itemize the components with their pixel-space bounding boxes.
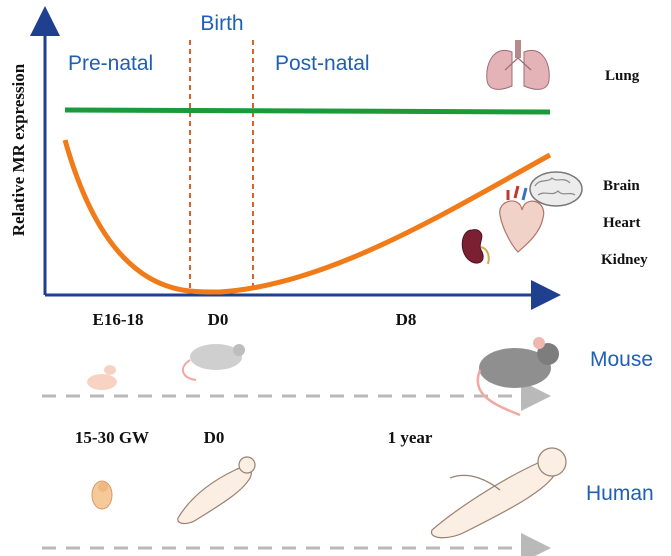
phase-birth-label: Birth [200,12,243,35]
human-tick-d0: D0 [204,428,225,447]
human-infant-icon [431,447,567,539]
human-fetus-icon [91,480,113,510]
x-tick-d8: D8 [396,310,417,329]
human-newborn-icon [177,456,256,525]
kidney-icon [461,229,490,265]
x-tick-d0: D0 [208,310,229,329]
brain-icon [529,171,583,207]
human-tick-gw: 15-30 GW [75,428,149,447]
heart-icon [499,185,545,253]
organ-label-lung: Lung [605,68,640,84]
lung-curve [64,107,551,115]
organ-label-kidney: Kidney [601,252,648,268]
phase-postnatal-label: Post-natal [275,52,370,75]
organ-label-heart: Heart [603,215,640,231]
human-label: Human [586,482,654,505]
mouse-newborn-icon [181,344,245,381]
lung-icon [486,40,550,90]
organ-label-brain: Brain [603,178,640,194]
mouse-adult-icon [476,337,559,417]
mouse-embryo-icon [87,365,117,390]
x-tick-e16-18: E16-18 [93,310,144,329]
organ-curve [62,139,552,295]
phase-prenatal-label: Pre-natal [68,52,153,75]
y-axis-label: Relative MR expression [9,63,28,236]
human-tick-1-year: 1 year [388,428,433,447]
mouse-label: Mouse [590,348,653,371]
